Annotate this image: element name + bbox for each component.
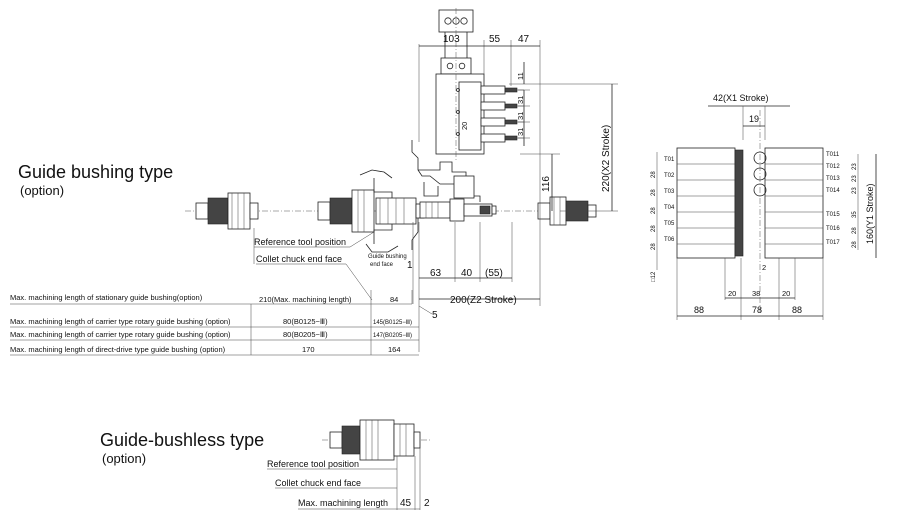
reference-tool-position-label: Reference tool position [254,237,346,247]
table-row-4-label: Max. machining length of direct-drive ty… [10,345,226,354]
table-row-2-value-1: 80(B0125−Ⅲ) [283,317,328,326]
tool-t06: T06 [664,237,675,243]
table-row-3-label: Max. machining length of carrier type ro… [10,330,231,339]
dim-28-2: 28 [651,189,657,196]
bushless-title: Guide-bushless type [100,430,265,450]
table-row-4-value-2: 164 [388,345,401,354]
dim-28-r2: 28 [852,241,858,248]
dim-55: 55 [489,34,501,45]
dim-28-1: 28 [651,171,657,178]
dim-20-phi: 20 [460,122,469,130]
dim-116: 116 [541,176,552,192]
z2-stroke-dimension: 200(Z2 Stroke) [450,295,517,306]
dim-2-gap: 2 [762,263,766,272]
tool-layout-view: 42(X1 Stroke) 19 T01 [651,93,877,320]
table-row-2-label: Max. machining length of carrier type ro… [10,317,231,326]
table-row-1-value-1: 210(Max. machining length) [259,295,352,304]
bushless-chuck-part [322,419,430,510]
dim-31-a: 31 [516,96,525,104]
dim-11: 11 [516,72,525,80]
tool-t015: T015 [826,212,840,218]
table-row-1-value-2: 84 [390,295,398,304]
dim-28-r1: 28 [852,227,858,234]
tool-t017: T017 [826,240,840,246]
left-collet-chuck-part [195,192,259,230]
bushless-option-note: (option) [102,451,147,466]
table-row-1-label: Max. machining length of stationary guid… [10,293,203,302]
dim-38: 38 [752,289,760,298]
dim-20-right: 20 [782,289,790,298]
dim-103: 103 [443,34,460,45]
bushless-reference-tool-position-label: Reference tool position [267,459,359,469]
tool-t011: T011 [826,152,840,158]
top-dimensions: 103 55 47 11 31 31 31 20 116 220(X2 Stro… [418,34,618,306]
x2-stroke-dimension: 220(X2 Stroke) [601,125,612,192]
dim-23-b: 23 [852,175,858,182]
dim-31-b: 31 [516,112,525,120]
collet-chuck-end-face-label: Collet chuck end face [256,254,342,264]
dim-78: 78 [752,305,762,315]
dim-63: 63 [430,268,442,279]
dim-88-left: 88 [694,305,704,315]
dim-19: 19 [749,114,759,124]
tool-t05: T05 [664,221,675,227]
tool-t02: T02 [664,173,675,179]
tool-t012: T012 [826,164,840,170]
dim-40: 40 [461,268,473,279]
tool-t016: T016 [826,226,840,232]
dim-1: 1 [407,260,413,271]
bushless-collet-chuck-end-face-label: Collet chuck end face [275,478,361,488]
spindle-callouts: Reference tool position Collet chuck end… [253,228,407,301]
tool-t04: T04 [664,205,675,211]
lower-spindle-dimensions: 1 63 40 (55) 200(Z2 Stroke) 5 [407,222,540,352]
dim-55-paren: (55) [485,268,503,279]
guide-bushing-end-face-label-2: end face [370,262,394,268]
table-row-3-value-2: 147(B0205−Ⅲ) [373,333,412,339]
bushless-dim-2: 2 [424,498,430,509]
dim-5: 5 [432,310,438,321]
left-tool-block [676,147,736,259]
dim-28-5: 28 [651,243,657,250]
tool-post-structure-part [411,140,497,250]
table-row-3-value-1: 80(B0205−Ⅲ) [283,330,328,339]
dim-88-right: 88 [792,305,802,315]
dim-23-c: 23 [852,187,858,194]
dim-12-square: □12 [651,271,657,282]
table-row-4-value-1: 170 [302,345,315,354]
guide-bushing-assembly-part [317,169,425,253]
guide-bushing-title: Guide bushing type [18,162,174,182]
dim-20-left: 20 [728,289,736,298]
tool-t013: T013 [826,176,840,182]
dim-31-c: 31 [516,128,525,136]
machining-length-table: Max. machining length of stationary guid… [10,290,419,356]
guide-bushing-end-face-label-1: Guide bushing [368,254,407,260]
tool-t014: T014 [826,188,840,194]
dim-28-4: 28 [651,225,657,232]
guide-bushing-option-note: (option) [20,183,65,198]
table-row-2-value-2: 145(B0125−Ⅲ) [373,320,412,326]
bushless-dim-45: 45 [400,498,412,509]
bushless-max-machining-length-label: Max. machining length [298,498,388,508]
dim-23-a: 23 [852,163,858,170]
tool-t03: T03 [664,189,675,195]
vertical-tool-gang-part [435,8,524,160]
tool-holder-row-1 [480,85,524,95]
right-tool-block [764,147,824,259]
bushless-callouts: Reference tool position Collet chuck end… [267,459,430,510]
dim-28-3: 28 [651,207,657,214]
x1-stroke-dimension: 42(X1 Stroke) [713,93,769,103]
y1-stroke-dimension: 160(Y1 Stroke) [865,183,875,244]
dim-47: 47 [518,34,530,45]
dim-35: 35 [852,211,858,218]
tool-t01: T01 [664,157,675,163]
